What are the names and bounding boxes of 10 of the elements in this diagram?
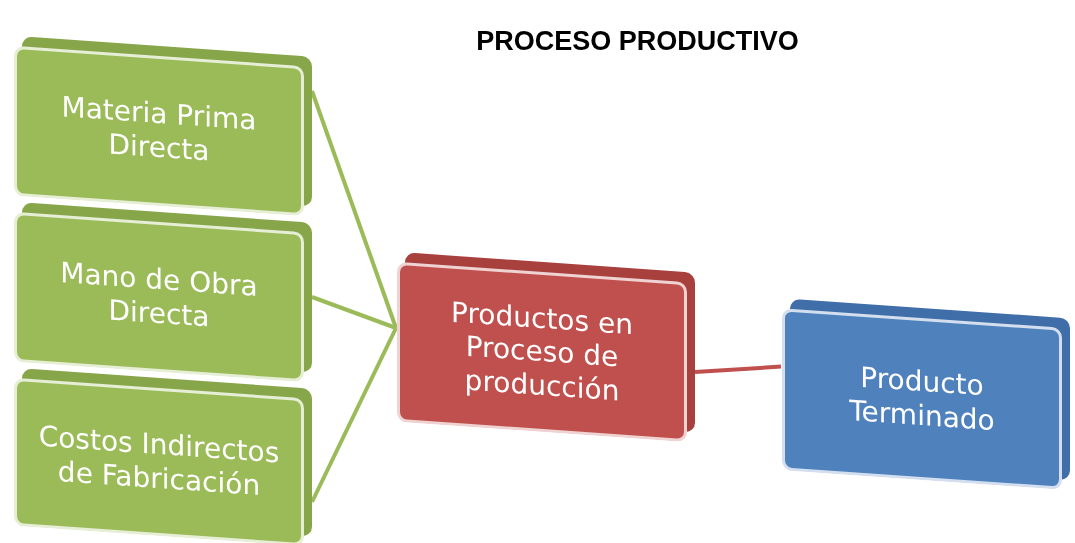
box-label: Costos Indirectos de Fabricación xyxy=(37,419,281,505)
box-label: Producto Terminado xyxy=(848,360,996,440)
box-label: Productos en Proceso de producción xyxy=(450,294,634,410)
box-label: Mano de Obra Directa xyxy=(59,255,259,336)
diagram-title: PROCESO PRODUCTIVO xyxy=(475,26,800,57)
connector-line xyxy=(310,327,398,503)
connector-line xyxy=(694,364,782,374)
connector-line xyxy=(311,295,397,330)
box-label: Materia Prima Directa xyxy=(60,89,258,170)
connector-line xyxy=(310,90,398,329)
